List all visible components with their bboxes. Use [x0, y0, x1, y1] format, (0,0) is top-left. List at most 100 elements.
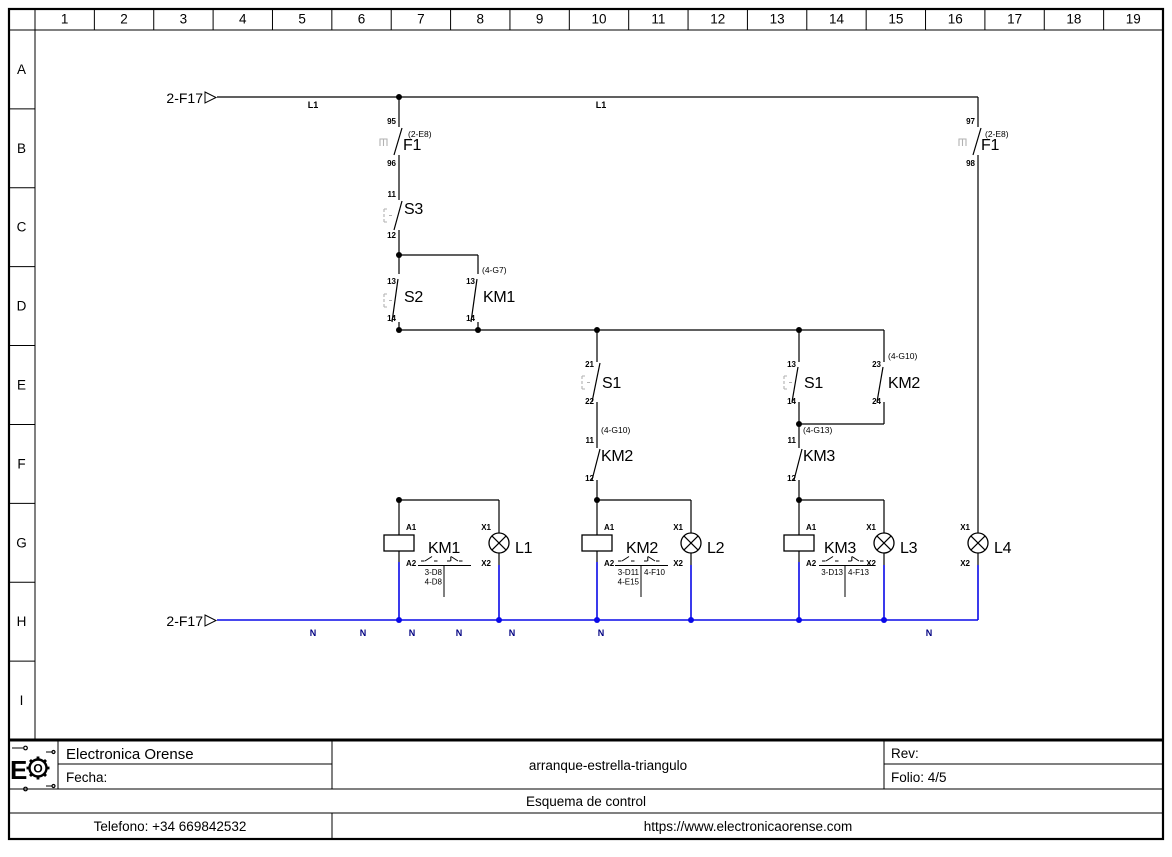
feed-arrow-top — [204, 91, 218, 104]
terminal-98: 98 — [966, 159, 975, 168]
crossref-km2-aux: (4-G10) — [888, 351, 917, 361]
junction-dots-blue — [396, 617, 887, 623]
wire-lamp-stems — [498, 500, 979, 565]
terminal-96: 96 — [387, 159, 396, 168]
grid-column-label: 18 — [1066, 12, 1081, 27]
terminal-x2-l1: X2 — [481, 559, 491, 568]
label-l3: L3 — [900, 540, 918, 557]
logo-letter-o: O — [33, 762, 42, 776]
junction-dots-black — [396, 94, 802, 503]
crossref-km2-nc: (4-G10) — [601, 425, 630, 435]
neutral-label: N — [456, 628, 463, 638]
wire-label-l1-a: L1 — [308, 100, 319, 110]
neutral-label: N — [360, 628, 367, 638]
contact-s3-nc — [393, 200, 403, 231]
neutral-label: N — [409, 628, 416, 638]
label-coil-km2: KM2 — [626, 540, 658, 557]
terminal-22-s1: 22 — [585, 397, 594, 406]
mirror-ref: 4-F13 — [848, 568, 869, 577]
terminal-14-s1: 14 — [787, 397, 796, 406]
mirror-ref: 3-D8 — [425, 568, 443, 577]
neutral-label: N — [509, 628, 516, 638]
terminal-12-km3: 12 — [787, 474, 796, 483]
label-l1: L1 — [515, 540, 533, 557]
terminal-21-s1: 21 — [585, 360, 594, 369]
grid-column-label: 1 — [61, 12, 69, 27]
crossref-km3-nc: (4-G13) — [803, 425, 832, 435]
lamp-l3-icon — [873, 532, 895, 554]
terminal-14-km1: 14 — [466, 314, 475, 323]
grid-column-label: 16 — [948, 12, 963, 27]
rev-label: Rev: — [891, 746, 919, 761]
label-s1-nc: S1 — [602, 375, 621, 392]
contact-km1-aux-no — [470, 278, 478, 323]
terminal-11-km3: 11 — [788, 436, 797, 445]
grid-row-label: C — [17, 220, 27, 235]
neutral-label: N — [598, 628, 605, 638]
mirror-ref: 4-E15 — [618, 578, 640, 587]
mirror-ref: 3-D13 — [821, 568, 843, 577]
company-name: Electronica Orense — [66, 746, 194, 763]
terminal-x2-l3: X2 — [866, 559, 876, 568]
terminal-24-km2: 24 — [872, 397, 881, 406]
contact-mirror-km1 — [418, 556, 471, 597]
label-coil-km1: KM1 — [428, 540, 460, 557]
drawing-subtitle: Esquema de control — [526, 794, 646, 809]
lamp-l2-icon — [680, 532, 702, 554]
drawing-title: arranque-estrella-triangulo — [529, 758, 687, 773]
label-km2-nc: KM2 — [601, 448, 633, 465]
label-coil-km3: KM3 — [824, 540, 856, 557]
grid-row-label: D — [17, 299, 27, 314]
coil-km2 — [581, 534, 613, 552]
grid-column-label: 6 — [358, 12, 366, 27]
label-km1-aux: KM1 — [483, 289, 515, 306]
terminal-x2-l2: X2 — [673, 559, 683, 568]
label-s2: S2 — [404, 289, 423, 306]
circuit-labels: 2-F17 2-F17 L1 L1 95 96 (2-E8) F1 11 12 … — [166, 90, 1011, 638]
label-s1-no: S1 — [804, 375, 823, 392]
coil-km1 — [383, 534, 415, 552]
terminal-13-s1: 13 — [787, 360, 796, 369]
grid-column-label: 7 — [417, 12, 425, 27]
terminal-13-s2: 13 — [387, 277, 396, 286]
contact-s1-nc — [591, 362, 601, 403]
label-f1-right: F1 — [981, 137, 999, 154]
company-logo: E O — [10, 745, 56, 792]
grid-row-label: B — [17, 141, 26, 156]
neutral-label: N — [310, 628, 317, 638]
terminal-12-s3: 12 — [387, 231, 396, 240]
mirror-ref: 4-D8 — [425, 578, 443, 587]
title-block: E O Electronica Orense Fecha: arranque-e… — [9, 740, 1163, 839]
terminal-x1-l4: X1 — [960, 523, 970, 532]
contact-mirror-km3 — [819, 556, 872, 597]
grid-column-label: 3 — [180, 12, 188, 27]
terminal-97: 97 — [966, 117, 975, 126]
feed-label-bottom: 2-F17 — [166, 613, 203, 629]
contact-f1-right-nc — [972, 127, 982, 156]
label-l4: L4 — [994, 540, 1012, 557]
grid-row-label: F — [17, 456, 25, 471]
grid-row-label: G — [16, 535, 27, 550]
contact-s1-no — [791, 366, 799, 403]
grid-column-label: 17 — [1007, 12, 1022, 27]
contact-f1-left-nc — [393, 127, 403, 156]
label-km2-aux: KM2 — [888, 375, 920, 392]
terminal-x1-l2: X1 — [673, 523, 683, 532]
thermal-actuator-icon — [379, 138, 967, 146]
contact-km3-nc — [793, 448, 803, 481]
wire-neutral-drops — [398, 562, 979, 620]
grid-column-label: 13 — [770, 12, 785, 27]
terminal-11-km2: 11 — [586, 436, 595, 445]
mirror-ref: 3-D11 — [618, 568, 640, 577]
feed-label-top: 2-F17 — [166, 90, 203, 106]
terminal-a1-km3: A1 — [806, 523, 817, 532]
coil-km3 — [783, 534, 815, 552]
grid-row-label: A — [17, 62, 26, 77]
grid-column-label: 12 — [710, 12, 725, 27]
pushbutton-actuator-icon — [383, 208, 793, 390]
contact-mirror-km2 — [615, 556, 668, 597]
terminal-x1-l3: X1 — [866, 523, 876, 532]
grid-column-label: 15 — [888, 12, 903, 27]
